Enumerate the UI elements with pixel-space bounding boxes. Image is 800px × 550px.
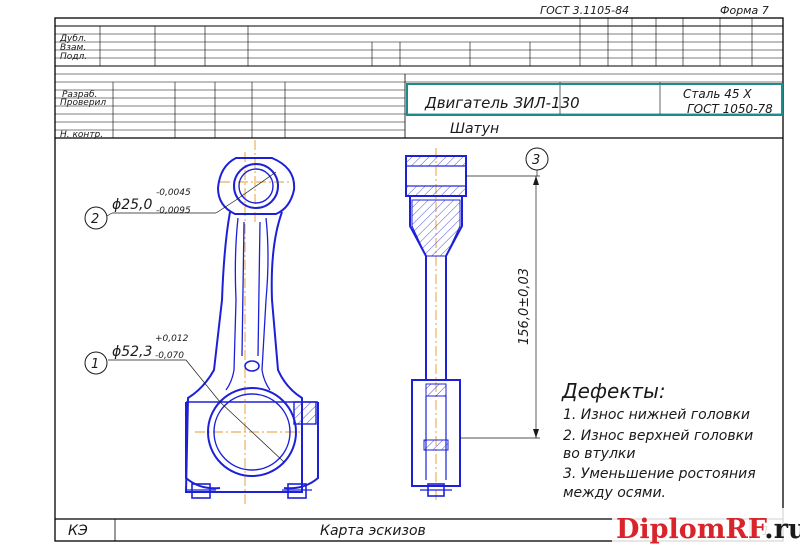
watermark-text: DiplomRF.ru (616, 514, 800, 545)
part-name: Шатун (450, 121, 499, 137)
material-grade: Сталь 45 Х (683, 87, 752, 101)
side-view-connecting-rod (405, 148, 540, 500)
big-bore-tol-lower: -0,070 (155, 351, 184, 361)
svg-text:1: 1 (91, 357, 99, 372)
defects-note: Дефекты: 1. Износ нижней головки 2. Изно… (561, 379, 756, 501)
role-label-checker: Проверил (60, 98, 106, 108)
defect-line-1: 1. Износ нижней головки (563, 407, 750, 423)
center-distance-dim: 156,0±0,03 (517, 268, 532, 345)
defect-line-4: 3. Уменьшение ростояния (563, 466, 756, 482)
watermark-logo: DiplomRF.ru (612, 508, 800, 546)
svg-text:3: 3 (532, 153, 540, 168)
callout-1: 1 (84, 351, 108, 375)
side-label-vzam: Взам. (60, 43, 86, 53)
callout-3: 3 (525, 147, 549, 176)
role-label-developer: Разраб. (62, 90, 97, 100)
small-bore-dim-label: ϕ25,0 -0,0045 -0,0095 (112, 188, 237, 216)
side-label-dubl: Дубл. (59, 34, 87, 44)
defect-line-5: между осями. (563, 485, 666, 501)
material-standard: ГОСТ 1050-78 (687, 102, 773, 116)
defect-line-2: 2. Износ верхней головки (563, 428, 753, 444)
small-bore-dim: ϕ25,0 (112, 197, 153, 213)
form-label: Форма 7 (720, 4, 769, 17)
product-name: Двигатель ЗИЛ-130 (424, 94, 580, 112)
big-bore-tol-upper: +0,012 (155, 334, 189, 344)
role-label-norm-control: Н. контр. (60, 130, 103, 140)
small-bore-tol-lower: -0,0095 (156, 206, 191, 216)
side-label-podl: Подл. (60, 52, 87, 62)
doc-code: КЭ (68, 523, 88, 539)
front-view-connecting-rod (184, 140, 319, 505)
doc-title: Карта эскизов (320, 523, 426, 539)
header-table (55, 18, 783, 139)
big-bore-dim-label: ϕ52,3 +0,012 -0,070 (108, 334, 221, 403)
callout-2: 2 (84, 206, 113, 230)
defects-title: Дефекты: (561, 379, 666, 403)
big-bore-dim: ϕ52,3 (112, 344, 152, 360)
sheet-frame (54, 17, 784, 542)
small-bore-tol-upper: -0,0045 (156, 188, 191, 198)
svg-text:2: 2 (91, 212, 99, 227)
defect-line-3: во втулки (563, 446, 635, 462)
standard-label: ГОСТ 3.1105-84 (540, 4, 629, 17)
product-highlight-box (406, 83, 783, 116)
